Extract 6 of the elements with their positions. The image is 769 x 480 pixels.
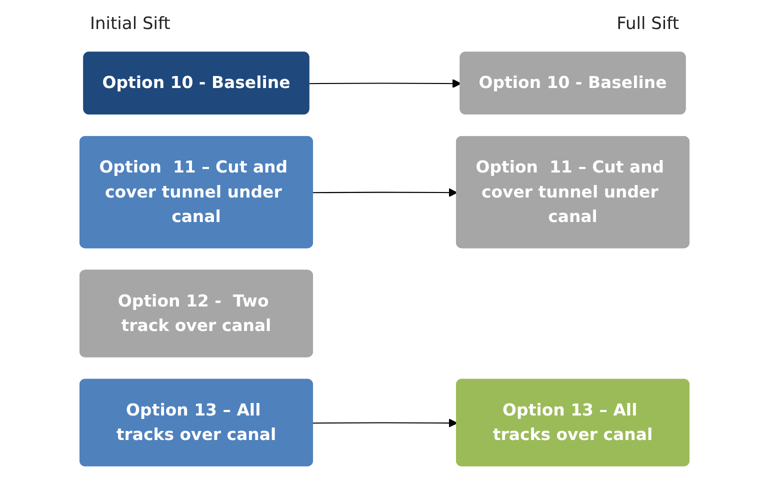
arrow — [313, 188, 458, 198]
arrow — [309, 79, 462, 88]
flowchart: Option 10 - Baseline Option 11 – Cut and cover tunnel under canal Option 12 - Two track over canal Option 13 – All tracks over canal Option 10 - Baseline Option 11 – Cut and cover tunnel under canal Option 13 – All tracks over canal — [0, 44, 769, 474]
column-heading: Full Sift — [616, 14, 679, 36]
arrow — [313, 418, 458, 428]
column-heading: Initial Sift — [90, 14, 170, 36]
